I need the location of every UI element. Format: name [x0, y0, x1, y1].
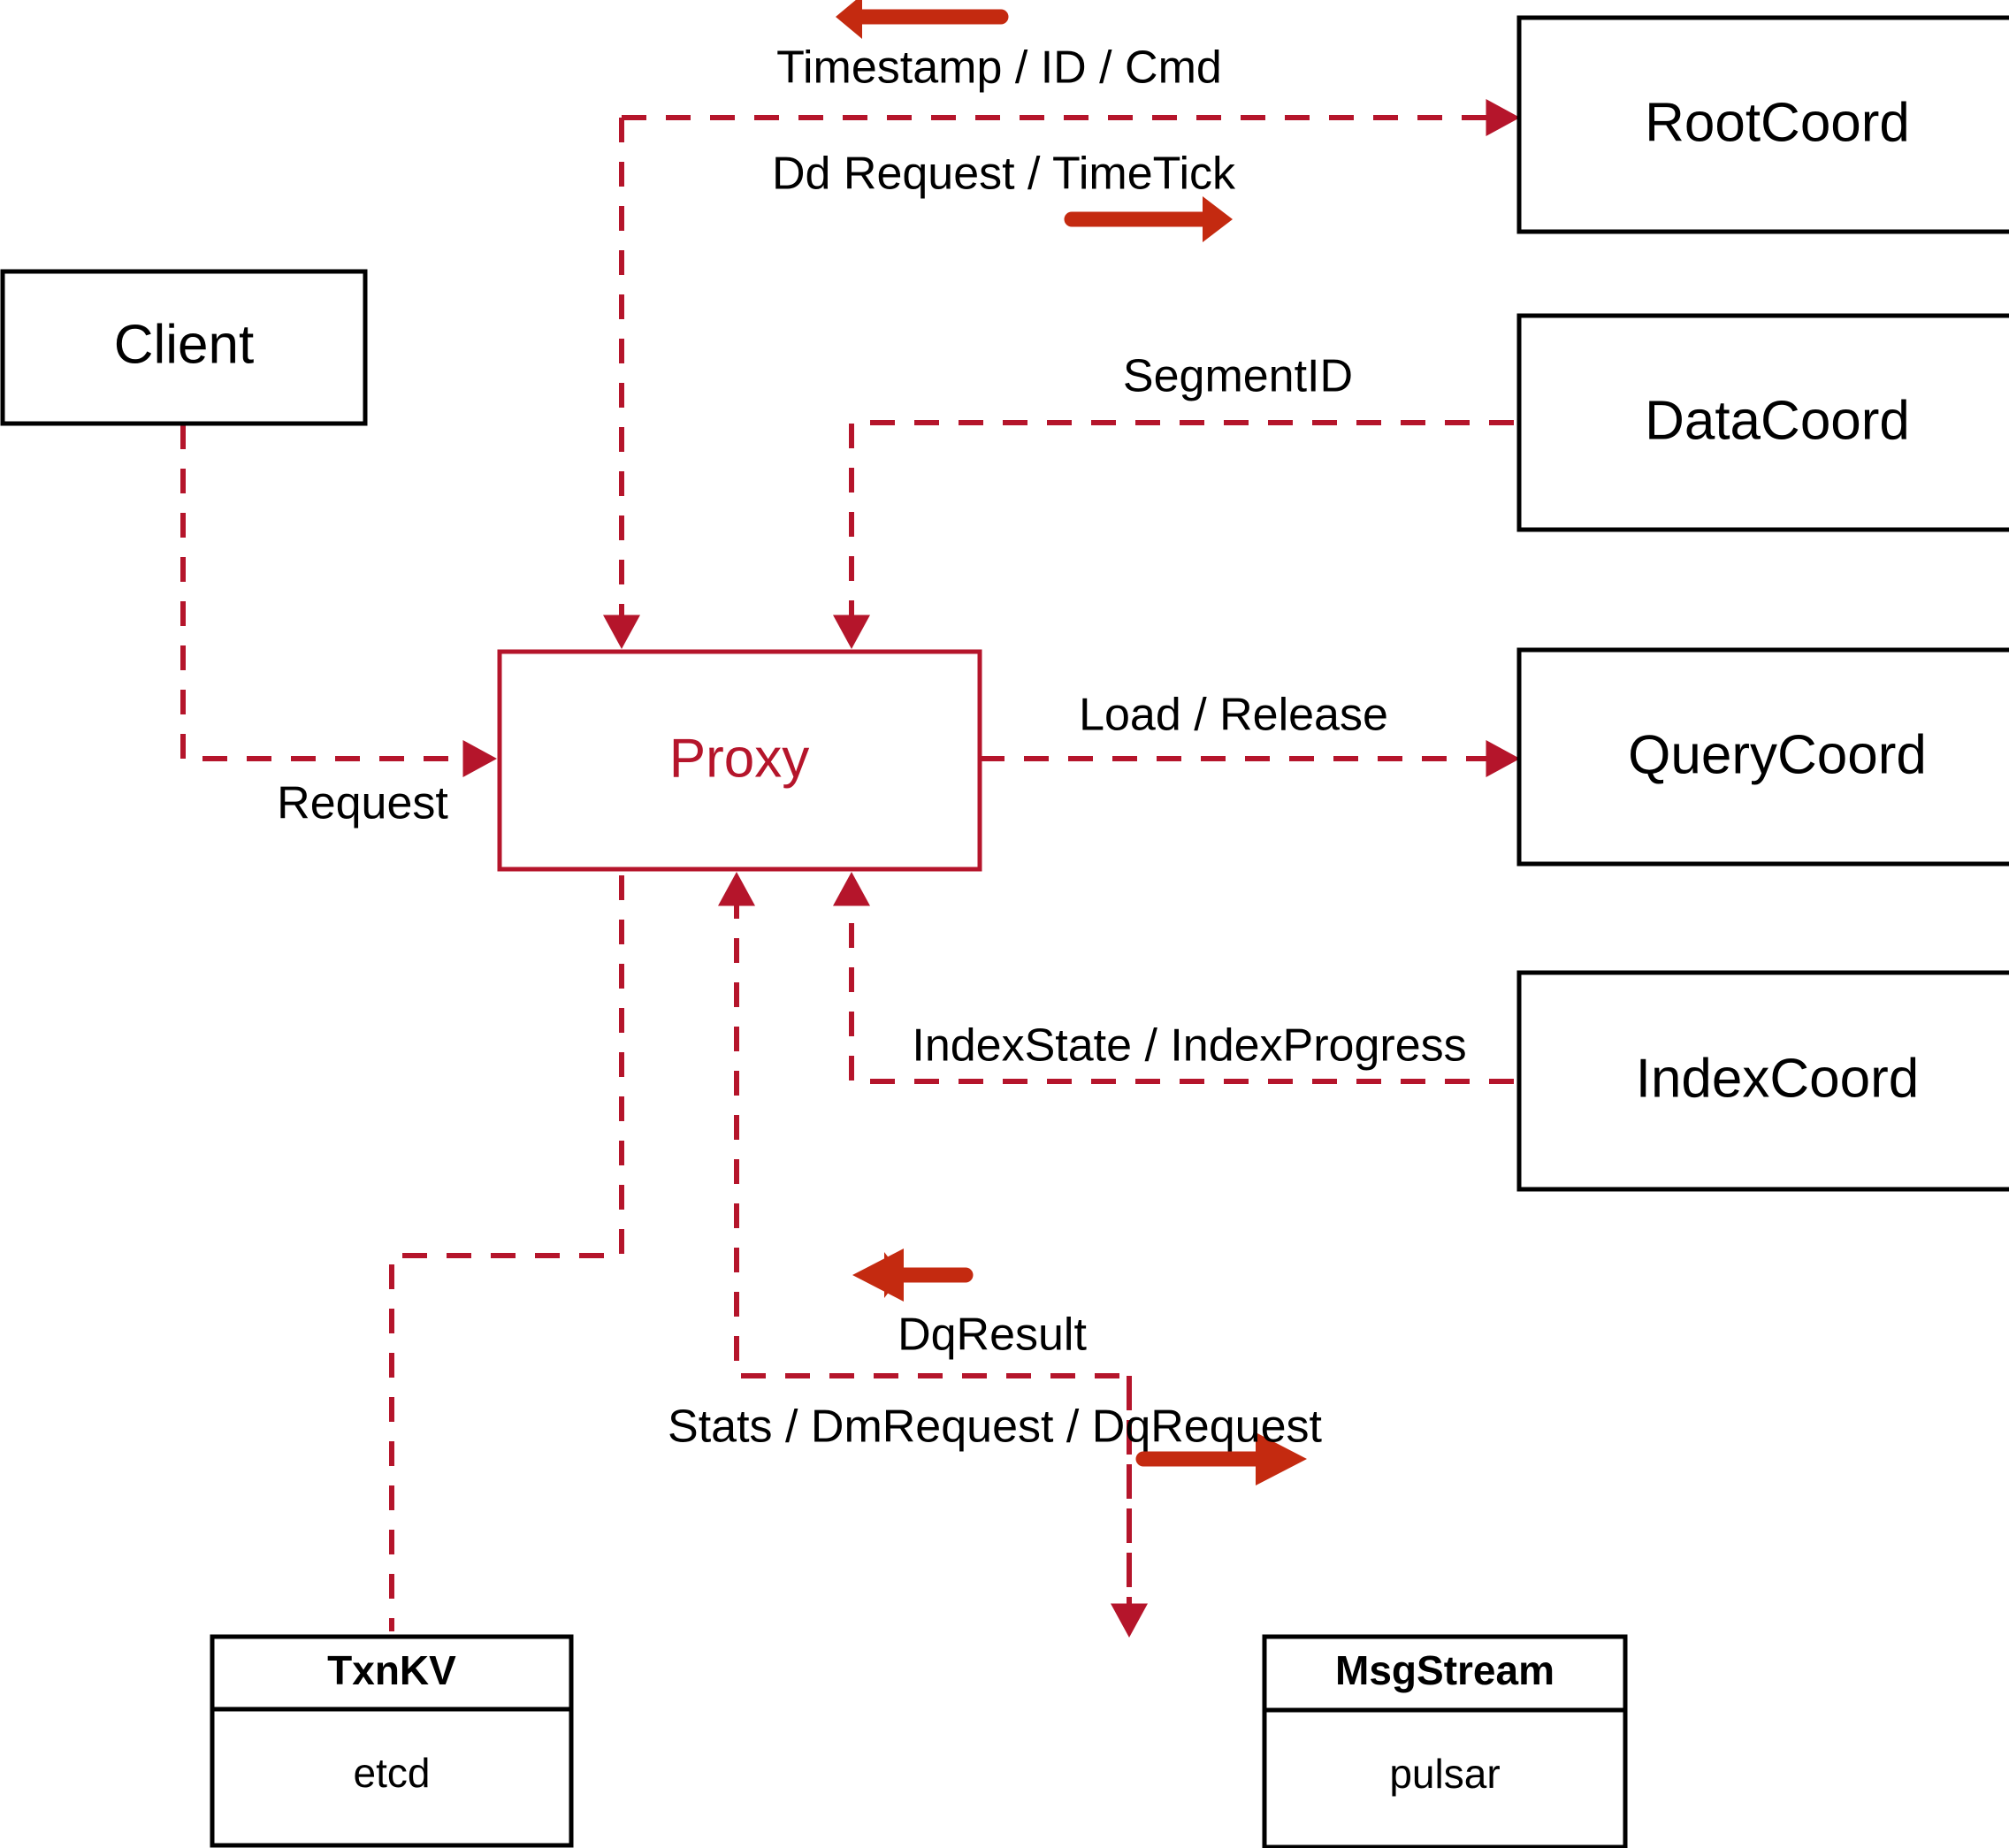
dq-result-direction-arrow	[852, 1249, 974, 1302]
node-querycoord[interactable]: QueryCoord	[1516, 647, 2009, 867]
node-txnkv[interactable]: TxnKV etcd	[210, 1634, 574, 1848]
edge-client-to-proxy	[180, 424, 497, 777]
node-indexcoord[interactable]: IndexCoord	[1516, 970, 2009, 1192]
edge-label-request: Request	[277, 778, 448, 829]
edge-label-index-state-progress: IndexState / IndexProgress	[912, 1020, 1466, 1072]
edge-indexcoord-to-proxy	[833, 872, 1514, 1084]
stats-dm-dq-request-direction-arrow	[1135, 1432, 1307, 1485]
node-datacoord-label: DataCoord	[1645, 390, 1910, 451]
edge-proxy-to-txnkv	[389, 875, 624, 1631]
edge-label-dq-result: DqResult	[898, 1310, 1087, 1361]
node-rootcoord[interactable]: RootCoord	[1516, 15, 2009, 234]
edge-datacoord-to-proxy	[833, 420, 1514, 649]
dd-request-timetick-direction-arrow	[1064, 196, 1233, 242]
node-txnkv-impl: etcd	[354, 1750, 431, 1796]
node-msgstream-impl: pulsar	[1389, 1751, 1500, 1797]
edge-label-segment-id: SegmentID	[1123, 351, 1353, 402]
node-client-label: Client	[114, 314, 255, 375]
node-msgstream-title: MsgStream	[1335, 1647, 1554, 1693]
edge-label-timestamp-id-cmd: Timestamp / ID / Cmd	[776, 42, 1222, 94]
timestamp-id-cmd-direction-arrow	[836, 0, 1009, 39]
node-proxy[interactable]: Proxy	[497, 649, 982, 872]
edge-label-dd-request-timetick: Dd Request / TimeTick	[772, 149, 1236, 200]
node-datacoord[interactable]: DataCoord	[1516, 313, 2009, 532]
node-rootcoord-label: RootCoord	[1645, 92, 1910, 153]
node-proxy-label: Proxy	[669, 728, 809, 789]
edge-label-stats-dm-dq-request: Stats / DmRequest / DqRequest	[668, 1401, 1322, 1453]
node-indexcoord-label: IndexCoord	[1636, 1048, 1920, 1109]
node-client[interactable]: Client	[0, 269, 368, 426]
edge-proxy-msgstream	[718, 872, 1148, 1638]
edge-label-load-release: Load / Release	[1079, 690, 1388, 741]
node-querycoord-label: QueryCoord	[1628, 724, 1927, 785]
node-txnkv-title: TxnKV	[327, 1647, 456, 1693]
edge-proxy-to-rootcoord	[603, 99, 1520, 649]
node-msgstream[interactable]: MsgStream pulsar	[1262, 1634, 1628, 1848]
